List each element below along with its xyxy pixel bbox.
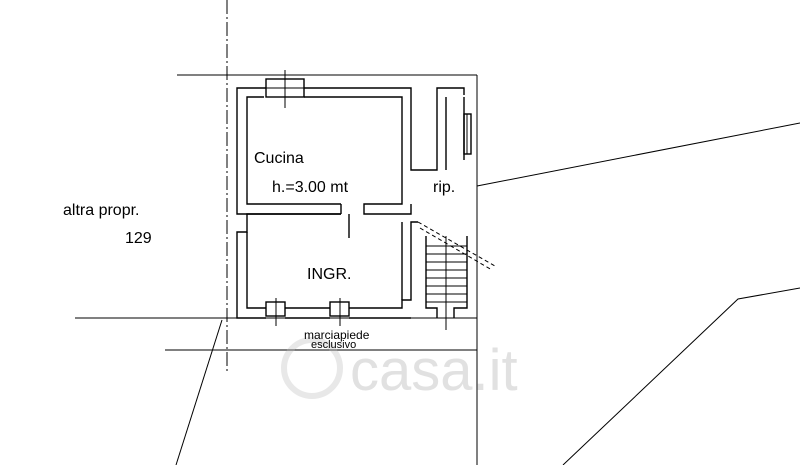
staircase <box>417 221 496 330</box>
watermark-text: casa.it <box>350 338 518 403</box>
lot-line-left <box>175 319 223 465</box>
label-cucina: Cucina <box>254 150 304 167</box>
label-parcel-number: 129 <box>125 230 152 247</box>
entrance-walls <box>236 213 418 319</box>
entrance-openings <box>265 298 350 326</box>
label-height: h.=3.00 mt <box>272 179 349 196</box>
watermark: casa.it <box>281 337 518 403</box>
label-altra-propr: altra propr. <box>63 202 139 219</box>
kitchen-window <box>265 70 305 108</box>
lot-line-upper-right <box>476 122 800 187</box>
label-ingr: INGR. <box>307 266 351 283</box>
lot-line-lower-right <box>562 287 800 465</box>
label-esclusivo: esclusivo <box>311 339 356 351</box>
label-marciapiede: marciapiede <box>304 328 370 342</box>
kitchen-walls <box>236 87 465 215</box>
side-window <box>463 113 472 155</box>
label-rip: rip. <box>433 179 455 196</box>
